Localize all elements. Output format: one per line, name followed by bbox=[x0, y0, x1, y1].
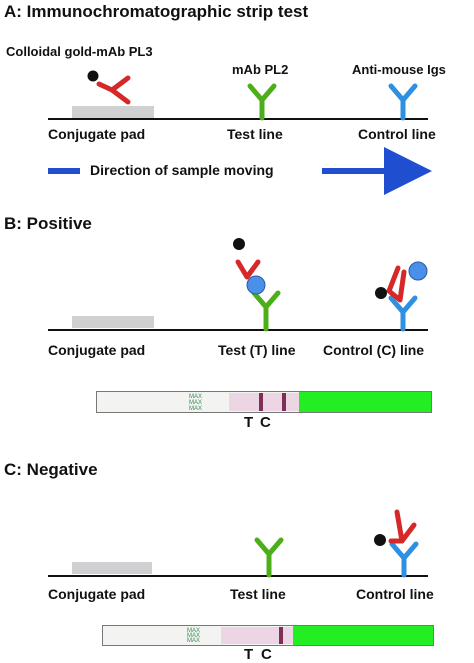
control-line-complex-icon bbox=[374, 509, 419, 578]
control-band bbox=[279, 627, 283, 644]
gold-antibody-icon bbox=[87, 70, 131, 105]
control-antibody-label: Anti-mouse Igs bbox=[352, 62, 446, 77]
direction-label: Direction of sample moving bbox=[90, 162, 274, 178]
control-band bbox=[282, 393, 286, 411]
test-line-label: Test line bbox=[230, 586, 286, 602]
test-strip-positive: MAX MAX MAX bbox=[96, 391, 432, 413]
test-strip-negative: MAX MAX MAX bbox=[102, 625, 434, 646]
strip-reaction-window bbox=[221, 627, 293, 644]
panel-c-title: C: Negative bbox=[4, 460, 98, 479]
conjugate-pad-label: Conjugate pad bbox=[48, 586, 146, 602]
absorbent-pad bbox=[299, 392, 431, 412]
test-line-label: Test (T) line bbox=[218, 342, 296, 358]
panel-a-title: A: Immunochromatographic strip test bbox=[4, 2, 309, 21]
test-line-label: Test line bbox=[227, 126, 283, 142]
control-line-label: Control line bbox=[358, 126, 436, 142]
panel-b-title: B: Positive bbox=[4, 214, 92, 233]
test-band bbox=[259, 393, 263, 411]
c-label: C bbox=[261, 646, 272, 663]
test-antibody-icon bbox=[247, 83, 277, 121]
conjugate-pad bbox=[72, 562, 152, 574]
t-label: T bbox=[244, 646, 254, 663]
test-antibody-label: mAb PL2 bbox=[232, 62, 289, 77]
control-line-complex-icon bbox=[375, 261, 428, 332]
control-line-label: Control line bbox=[356, 586, 434, 602]
strip-baseline bbox=[48, 575, 428, 577]
control-line-label: Control (C) line bbox=[323, 342, 425, 358]
test-antibody-icon bbox=[254, 537, 284, 578]
conjugate-pad-label: Conjugate pad bbox=[48, 126, 146, 142]
strip-max-mark: MAX bbox=[189, 400, 203, 406]
strip-max-mark: MAX bbox=[187, 633, 201, 639]
conjugate-pad bbox=[72, 106, 154, 118]
conjugate-pad-label: Conjugate pad bbox=[48, 342, 146, 358]
conjugate-pad bbox=[72, 316, 154, 328]
conjugate-antibody-label: Colloidal gold-mAb PL3 bbox=[6, 44, 153, 59]
strip-max-mark: MAX bbox=[189, 394, 203, 400]
strip-max-mark: MAX bbox=[187, 638, 201, 644]
strip-max-mark: MAX bbox=[187, 628, 201, 634]
control-antibody-icon bbox=[388, 83, 418, 121]
strip-max-mark: MAX bbox=[189, 406, 203, 412]
strip-reaction-window bbox=[229, 393, 299, 411]
strip-baseline bbox=[48, 329, 428, 331]
strip-baseline bbox=[48, 118, 428, 120]
c-label: C bbox=[260, 414, 271, 431]
absorbent-pad bbox=[293, 626, 433, 645]
t-label: T bbox=[244, 414, 254, 431]
test-line-complex-icon bbox=[233, 238, 281, 332]
